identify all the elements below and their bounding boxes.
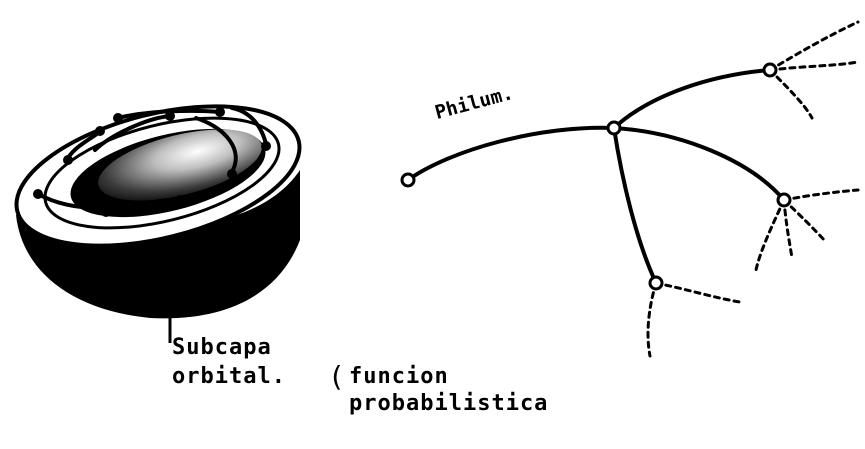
electron-dot xyxy=(63,155,73,165)
root-node xyxy=(402,174,414,186)
electron-dot xyxy=(33,189,43,199)
dashed-branch xyxy=(784,200,792,258)
dashed-branch xyxy=(770,70,812,118)
dashed-branch xyxy=(784,190,858,200)
parenthesis-mark: ( xyxy=(328,363,345,391)
orbital-shell-figure xyxy=(2,81,313,343)
electron-dot xyxy=(113,113,123,123)
orbital-label: orbital. xyxy=(172,366,286,388)
electron-dot xyxy=(175,195,185,205)
tree-branch xyxy=(614,70,770,128)
electron-dot xyxy=(261,141,271,151)
dashed-branch xyxy=(784,200,826,242)
dashed-branch xyxy=(648,283,656,356)
dashed-branch xyxy=(656,283,740,302)
branch-node xyxy=(650,277,662,289)
tree-branch xyxy=(408,128,614,180)
electron-dot xyxy=(165,111,175,121)
electron-dot xyxy=(227,169,237,179)
tree-branch xyxy=(614,128,656,283)
electron-dot xyxy=(95,126,105,136)
branch-node xyxy=(764,64,776,76)
electron-dot xyxy=(101,207,111,217)
subcapa-label: Subcapa xyxy=(172,337,272,359)
phylum-tree xyxy=(408,22,858,356)
branch-node xyxy=(608,122,620,134)
probabilistica-label: probabilistica xyxy=(349,393,548,415)
electron-dot xyxy=(215,107,225,117)
branch-node xyxy=(778,194,790,206)
dashed-branch xyxy=(756,200,784,270)
funcion-label: funcion xyxy=(349,366,449,388)
tree-branch xyxy=(614,128,784,200)
